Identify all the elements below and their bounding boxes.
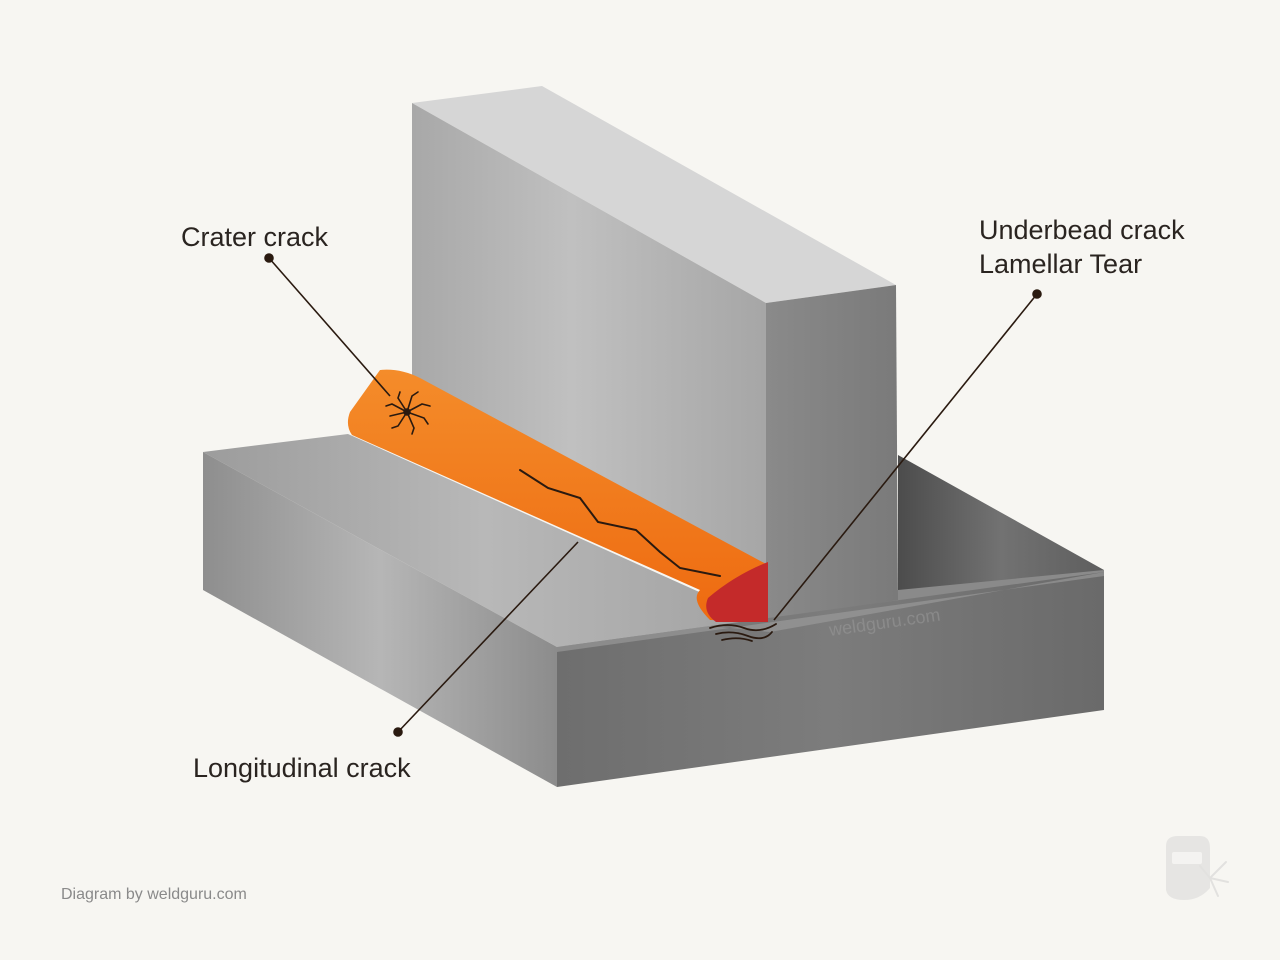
leader-lines: [264, 253, 1042, 737]
label-lamellar-tear: Lamellar Tear: [979, 249, 1142, 279]
wall-plate-front: [412, 103, 766, 622]
weld-bead: [347, 369, 768, 622]
wall-plate-top: [412, 86, 896, 303]
diagram-credit: Diagram by weldguru.com: [61, 886, 247, 903]
longitudinal-crack-mark: [519, 469, 721, 577]
crater-crack-mark: [385, 391, 431, 435]
welding-helmet-spark-icon: [1166, 836, 1229, 900]
label-underbead-crack: Underbead crack: [979, 215, 1185, 245]
base-plate-front-face: [557, 572, 1104, 787]
base-plate-top-right: [557, 572, 1104, 652]
label-crater-crack: Crater crack: [181, 222, 329, 252]
underbead-crack-mark: [709, 623, 777, 642]
base-plate-left-face: [203, 452, 557, 787]
wall-plate-side: [766, 285, 898, 622]
label-longitudinal-crack: Longitudinal crack: [193, 753, 411, 783]
weld-bead-end: [706, 562, 768, 622]
base-plate-top: [203, 434, 766, 647]
